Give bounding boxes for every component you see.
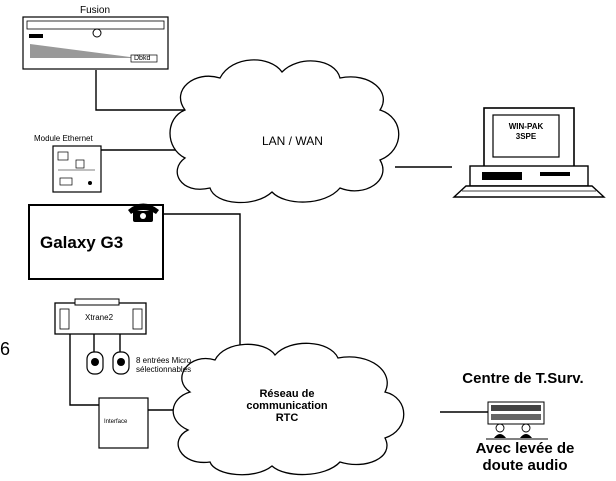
micro-inputs-line1: 8 entrées Micro xyxy=(136,356,192,365)
xtrane-unit xyxy=(54,298,147,335)
winpak-computer xyxy=(452,107,606,198)
center-title: Centre de T.Surv. xyxy=(462,370,584,387)
winpak-screen-label: WIN-PAK 3SPE xyxy=(497,122,555,142)
winpak-line2: 3SPE xyxy=(515,132,537,141)
interface-box xyxy=(98,397,149,449)
rtc-line3: RTC xyxy=(275,412,299,424)
xtrane-label: Xtrane2 xyxy=(85,313,114,322)
galaxy-g3-label: Galaxy G3 xyxy=(40,233,124,252)
interface-box-label: Interface xyxy=(104,419,128,425)
module-ethernet-board xyxy=(52,145,102,193)
center-subtitle: Avec levée de doute audio xyxy=(450,440,600,474)
micro-inputs-line2: sélectionnables xyxy=(136,365,192,374)
margin-mark: 6 xyxy=(0,339,11,359)
line-xtrane-box xyxy=(69,333,99,406)
rtc-cloud xyxy=(172,342,405,476)
rtc-line2: communication xyxy=(246,400,328,412)
fusion-badge: Dbkd xyxy=(134,55,151,62)
center-subtitle-line2: doute audio xyxy=(482,457,568,474)
fusion-label: Fusion xyxy=(80,5,111,16)
monitoring-center-illustration xyxy=(486,401,548,440)
telephone-icon xyxy=(128,203,159,222)
module-ethernet-label: Module Ethernet xyxy=(34,134,93,143)
rtc-line1: Réseau de xyxy=(259,388,315,400)
fusion-unit xyxy=(22,16,169,70)
micro-inputs-label: 8 entrées Micro sélectionnables xyxy=(136,356,191,374)
winpak-line1: WIN-PAK xyxy=(508,122,544,131)
line-galaxy-rtc xyxy=(163,213,241,356)
center-subtitle-line1: Avec levée de xyxy=(475,440,575,457)
line-fusion-lan xyxy=(95,70,185,111)
rtc-cloud-label: Réseau de communication RTC xyxy=(232,388,342,424)
lan-wan-cloud xyxy=(169,59,400,204)
microphone-icon xyxy=(86,351,130,375)
lan-wan-label: LAN / WAN xyxy=(262,134,323,148)
